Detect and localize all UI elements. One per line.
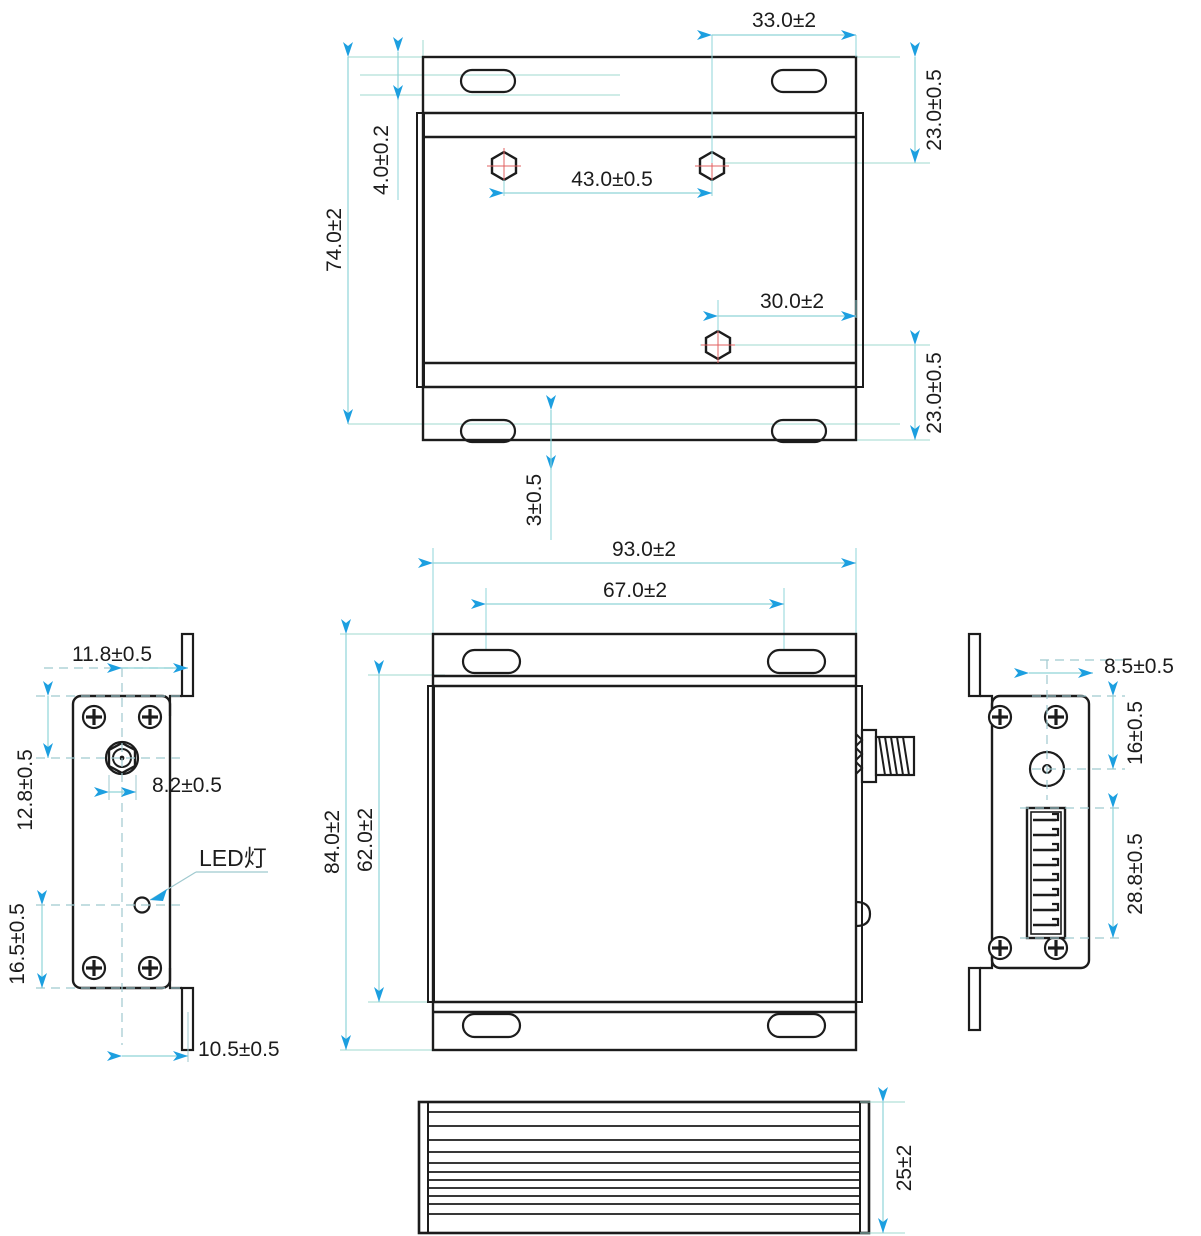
dim-front-84: 84.0±2 — [321, 619, 351, 1050]
dim-right-16: 16±0.5 — [1108, 681, 1147, 769]
hex-screw-bottom-right — [701, 327, 735, 363]
dim-left-16-5: 16.5±0.5 — [6, 890, 47, 988]
dim-top-43: 43.0±0.5 — [489, 168, 713, 198]
dim-label-16: 16±0.5 — [1124, 701, 1147, 765]
dim-top-3: 3±0.5 — [523, 395, 556, 540]
dim-label-43: 43.0±0.5 — [571, 168, 653, 191]
right-view-centerlines — [1020, 659, 1125, 939]
heatsink-fins — [428, 1111, 860, 1215]
dim-top-74: 74.0±2 — [323, 42, 353, 424]
dim-label-11-8: 11.8±0.5 — [72, 643, 152, 666]
dim-label-67: 67.0±2 — [603, 579, 667, 602]
dim-front-67: 67.0±2 — [471, 579, 784, 609]
dim-label-23-lower: 23.0±0.5 — [923, 352, 946, 434]
dim-label-28-8: 28.8±0.5 — [1124, 833, 1147, 915]
screw-right-bottom — [137, 955, 163, 981]
dim-top-23-upper: 23.0±0.5 — [910, 42, 946, 163]
dim-left-12-8: 12.8±0.5 — [14, 681, 53, 831]
dim-top-33: 33.0±2 — [697, 9, 857, 163]
dim-label-23-upper: 23.0±0.5 — [923, 69, 946, 151]
dim-right-28-8: 28.8±0.5 — [1108, 793, 1147, 938]
bottom-view: 25±2 — [417, 1087, 916, 1235]
screw-right-top — [137, 704, 163, 730]
screw-right-view-top-left — [987, 704, 1013, 730]
dim-label-74: 74.0±2 — [323, 208, 346, 272]
dim-right-8-5: 8.5±0.5 — [1014, 655, 1174, 678]
led-leader — [149, 871, 268, 901]
dim-label-16-5: 16.5±0.5 — [6, 903, 29, 985]
dim-label-3: 3±0.5 — [523, 474, 546, 526]
dim-label-33: 33.0±2 — [752, 9, 816, 32]
dim-label-12-8: 12.8±0.5 — [14, 749, 37, 831]
dim-front-62: 62.0±2 — [354, 660, 384, 1002]
top-view: 33.0±2 23.0±0.5 23.0±0.5 43.0±0.5 30.0±2 — [323, 9, 946, 540]
dim-left-8-2: 8.2±0.5 — [94, 774, 222, 800]
front-view: 93.0±2 67.0±2 84.0±2 62.0±2 — [321, 538, 916, 1052]
dim-front-93: 93.0±2 — [418, 538, 856, 568]
top-view-outline — [416, 55, 864, 444]
left-side-view: LED灯 11.8±0.5 12.8±0.5 8.2±0.5 — [6, 632, 280, 1062]
dim-label-10-5: 10.5±0.5 — [198, 1038, 280, 1061]
screw-right-view-bottom-right — [1043, 935, 1069, 961]
sma-connector-icon — [855, 728, 916, 784]
dim-label-30: 30.0±2 — [760, 290, 824, 313]
top-view-extension-lines — [348, 40, 930, 441]
front-view-outline — [427, 632, 863, 1052]
right-view-bracket — [967, 632, 994, 1032]
screw-right-view-bottom-left — [987, 935, 1013, 961]
dim-left-10-5: 10.5±0.5 — [107, 1012, 280, 1062]
bottom-view-outline — [417, 1100, 871, 1235]
dim-label-8-5: 8.5±0.5 — [1104, 655, 1174, 678]
screw-left-top — [81, 704, 107, 730]
dim-label-25: 25±2 — [893, 1145, 916, 1192]
terminal-block-icon — [1025, 806, 1067, 940]
dim-left-11-8: 11.8±0.5 — [72, 643, 188, 673]
dim-label-62: 62.0±2 — [354, 808, 377, 872]
dim-label-84: 84.0±2 — [321, 810, 344, 874]
dim-label-4: 4.0±0.2 — [370, 125, 393, 195]
led-label: LED灯 — [199, 845, 267, 871]
right-side-view: 8.5±0.5 16±0.5 28.8±0.5 — [967, 632, 1174, 1032]
screw-left-bottom — [81, 955, 107, 981]
dim-top-4: 4.0±0.2 — [370, 37, 403, 200]
hex-screw-top-left — [487, 148, 521, 184]
dim-label-8-2: 8.2±0.5 — [152, 774, 222, 797]
screw-right-view-top-right — [1043, 704, 1069, 730]
dim-label-93: 93.0±2 — [612, 538, 676, 561]
side-tab-icon — [855, 900, 872, 928]
dim-top-23-lower: 23.0±0.5 — [910, 330, 946, 440]
dim-top-30: 30.0±2 — [703, 290, 857, 331]
dim-bottom-25: 25±2 — [878, 1087, 916, 1233]
